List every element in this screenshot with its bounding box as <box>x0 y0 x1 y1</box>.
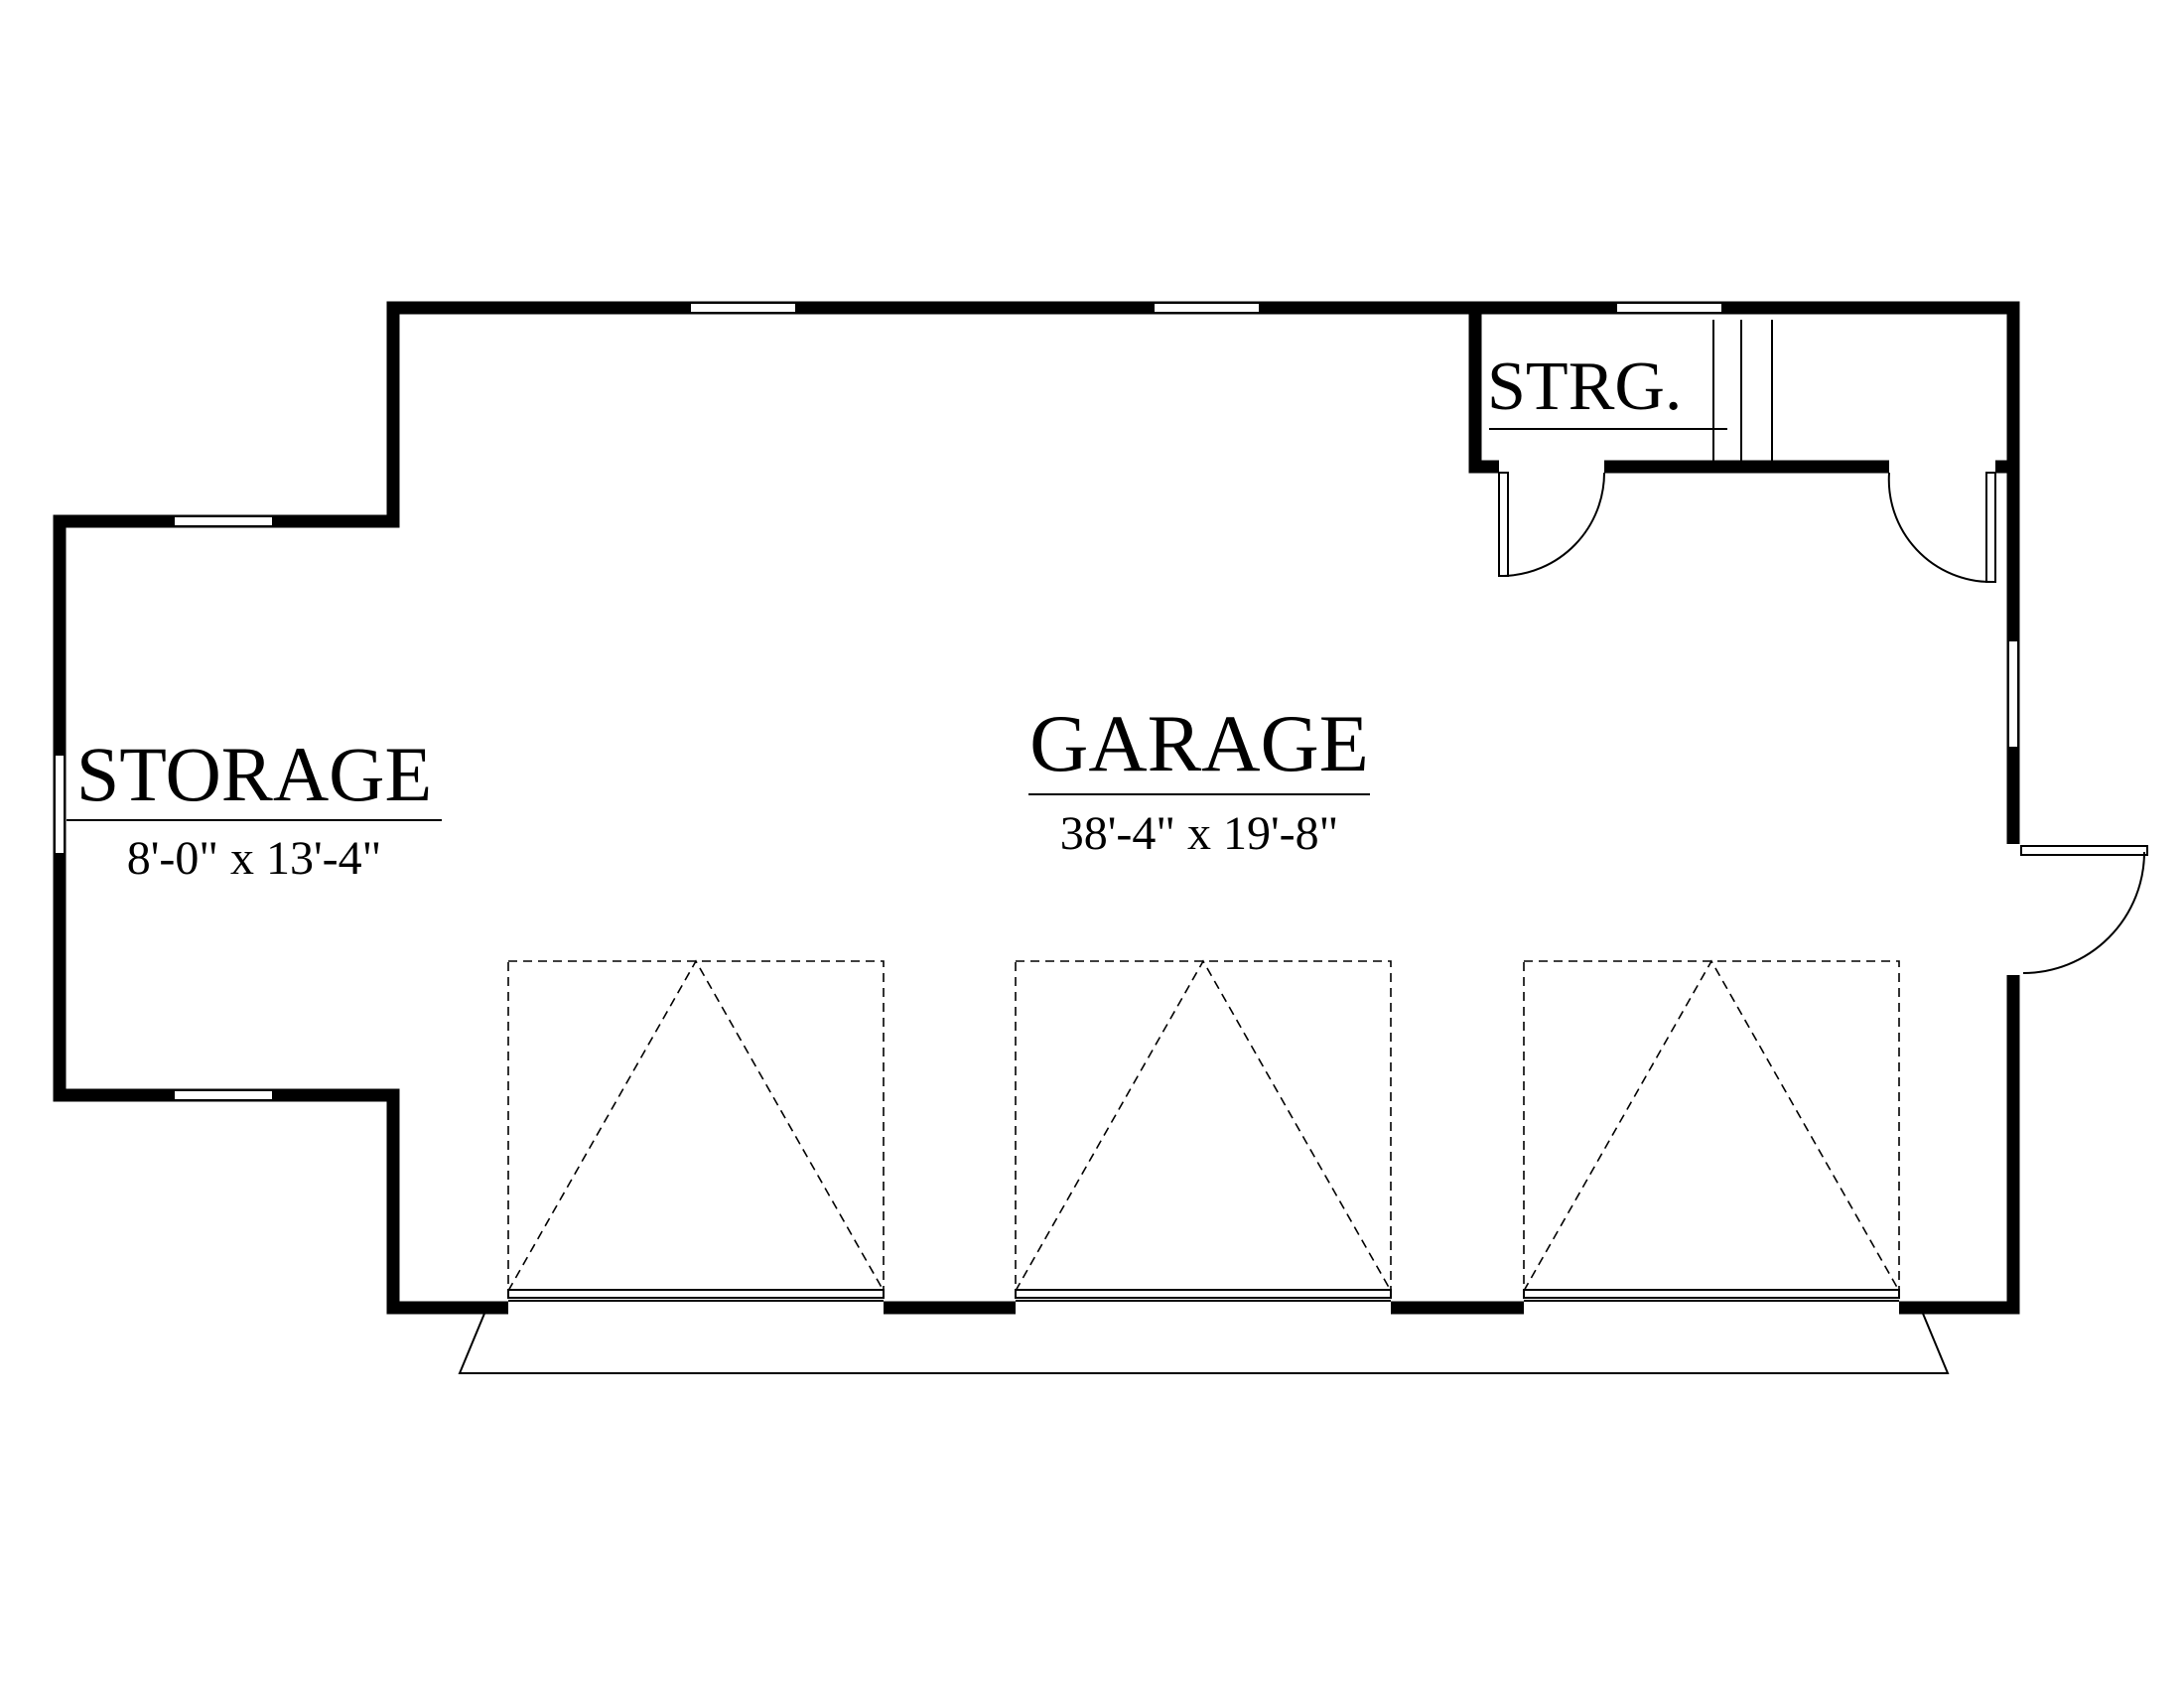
side-door-leaf <box>2020 845 2148 856</box>
side-door-swing <box>2022 851 2145 974</box>
closet-door-left-swing <box>1503 472 1605 577</box>
storage-closet <box>1468 308 2013 474</box>
driveway-apron <box>458 1308 1950 1374</box>
garage-room-name: GARAGE <box>1029 698 1369 788</box>
garage-door-2 <box>1015 959 1392 1302</box>
closet-room-name: STRG. <box>1487 349 1682 425</box>
window-top-1 <box>689 302 797 314</box>
closet-door-right-leaf <box>1985 472 1996 583</box>
window-right <box>2007 639 2019 749</box>
garage-doors <box>507 959 1900 1302</box>
side-door-opening <box>2001 851 2025 968</box>
storage-room-dimensions: 8'-0" x 13'-4" <box>127 832 381 885</box>
garage-door-opening-3 <box>1524 1296 1899 1320</box>
closet-wall-left <box>1468 308 1499 474</box>
closet-door-left-leaf <box>1498 472 1509 577</box>
closet-door-right-swing <box>1887 472 1992 584</box>
window-storage-top <box>173 515 274 527</box>
garage-door-opening-1 <box>508 1296 884 1320</box>
garage-door-1 <box>507 959 885 1302</box>
garage-room-dimensions: 38'-4" x 19'-8" <box>1060 807 1338 860</box>
wall-openings <box>508 851 2025 1320</box>
garage-door-opening-2 <box>1016 1296 1391 1320</box>
storage-room-name: STORAGE <box>76 731 432 817</box>
window-top-2 <box>1153 302 1261 314</box>
window-storage-bottom <box>173 1089 274 1101</box>
window-top-3 <box>1615 302 1723 314</box>
windows <box>54 302 2019 1101</box>
window-storage-left <box>54 754 66 855</box>
doors <box>1498 472 2148 974</box>
garage-door-3 <box>1523 959 1900 1302</box>
room-labels: GARAGE 38'-4" x 19'-8" STORAGE 8'-0" x 1… <box>67 349 1682 885</box>
